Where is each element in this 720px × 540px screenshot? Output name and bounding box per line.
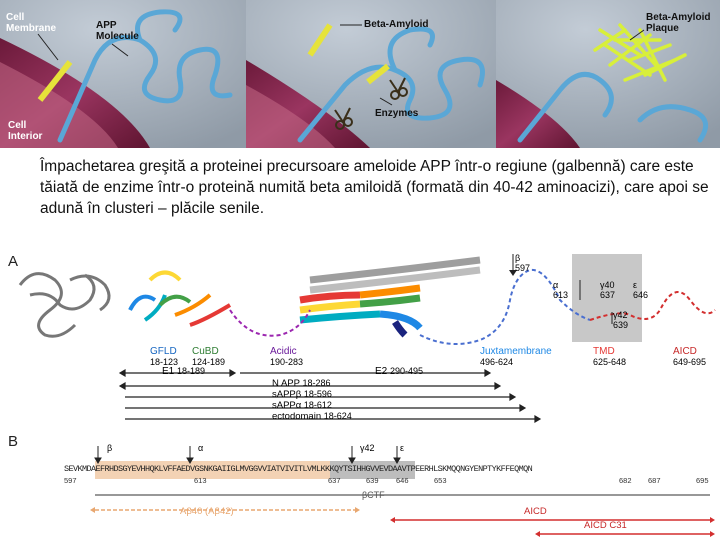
gfld-structure bbox=[18, 272, 111, 338]
bctf-label: βCTF bbox=[362, 490, 385, 500]
fragment-sappb: sAPPβ 18-596 bbox=[272, 389, 332, 400]
app-cleavage-illustration bbox=[0, 0, 720, 148]
juxtamembrane-linker bbox=[419, 268, 591, 345]
domain-aicd-name: AICD bbox=[673, 346, 697, 357]
pos-695: 695 bbox=[696, 476, 709, 485]
fragment-ectodomain-range: 18-624 bbox=[323, 411, 352, 421]
fragment-sappb-name: sAPPβ bbox=[272, 389, 302, 400]
domain-gfld-name: GFLD bbox=[150, 346, 177, 357]
pos-687: 687 bbox=[648, 476, 661, 485]
e2-range: 290-495 bbox=[390, 366, 424, 376]
fragment-napp-range: 18-286 bbox=[302, 378, 331, 388]
gamma40-label: γ40 bbox=[600, 280, 615, 290]
pos-639: 639 bbox=[366, 476, 379, 485]
abeta-label: Aβ40 (Aβ42) bbox=[180, 506, 234, 517]
beta-amyloid-plaque bbox=[593, 23, 687, 82]
gamma42-number: 639 bbox=[613, 320, 629, 330]
app-molecule-label: APP Molecule bbox=[96, 20, 139, 42]
pos-653: 653 bbox=[434, 476, 447, 485]
pos-597: 597 bbox=[64, 476, 77, 485]
gamma42-label: γ42 bbox=[613, 310, 628, 320]
domain-acidic-range: 190-283 bbox=[270, 357, 304, 367]
domain-tmd-name: TMD bbox=[593, 346, 615, 357]
domain-acidic-name: Acidic bbox=[270, 346, 297, 357]
e1-name: E1 bbox=[162, 366, 175, 377]
abeta-highlight bbox=[95, 461, 355, 479]
epsilon-label: ε bbox=[633, 280, 638, 290]
caption-text: Împachetarea greşită a proteinei precurs… bbox=[40, 158, 709, 217]
tmd-highlight bbox=[330, 461, 415, 479]
cell-membrane-label: Cell Membrane bbox=[6, 12, 57, 34]
fragment-arrows bbox=[118, 368, 542, 424]
sequence-positions: 597 613 637 639 646 653 682 687 695 bbox=[64, 476, 714, 488]
beta-amyloid-label: Beta-Amyloid bbox=[364, 19, 429, 30]
domain-cubd-name: CuBD bbox=[192, 346, 219, 357]
app-domain-structure bbox=[18, 254, 716, 424]
acidic-linker bbox=[229, 309, 311, 337]
domain-aicd-range: 649-695 bbox=[673, 357, 707, 367]
fragment-ectodomain: ectodomain 18-624 bbox=[272, 411, 352, 422]
domain-gfld-range: 18-123 bbox=[150, 357, 179, 367]
fragment-sappb-range: 18-596 bbox=[303, 389, 332, 399]
domain-cubd-range: 124-189 bbox=[192, 357, 226, 367]
beta-site-number: 597 bbox=[515, 263, 531, 273]
e1-range: 18-189 bbox=[177, 366, 206, 376]
domain-juxta-range: 496-624 bbox=[480, 357, 514, 367]
app-molecule-3 bbox=[517, 71, 709, 143]
app-sequence: SEVKMDAEFRHDSGYEVHHQKLVFFAEDVGSNKGAIIGLM… bbox=[64, 464, 533, 474]
plaque-label: Beta-Amyloid Plaque bbox=[646, 12, 711, 34]
panel-b-letter: B bbox=[8, 433, 19, 450]
cut-alpha-label: α bbox=[198, 443, 204, 453]
gamma40-number: 637 bbox=[600, 290, 616, 300]
panel-a-letter: A bbox=[8, 253, 19, 270]
domain-tmd-range: 625-648 bbox=[593, 357, 627, 367]
fragment-sappa-name: sAPPα bbox=[272, 400, 302, 411]
cut-gamma42-label: γ42 bbox=[360, 443, 375, 453]
e1-label: E1 18-189 bbox=[162, 366, 205, 377]
cubd-structure bbox=[128, 270, 232, 327]
app-yellow-region-1 bbox=[37, 60, 73, 102]
app-molecule-2 bbox=[297, 26, 485, 143]
fragment-sappa-range: 18-612 bbox=[303, 400, 332, 410]
aicd-linker bbox=[589, 291, 716, 321]
cell-interior-label: Cell Interior bbox=[8, 120, 43, 142]
pos-682: 682 bbox=[619, 476, 632, 485]
cut-site-arrows bbox=[94, 446, 401, 464]
cut-beta-label: β bbox=[107, 443, 113, 453]
fragment-ectodomain-name: ectodomain bbox=[272, 411, 322, 422]
enzymes-label: Enzymes bbox=[375, 108, 419, 119]
aicd-label: AICD bbox=[524, 506, 547, 517]
domain-juxta-name: Juxtamembrane bbox=[480, 346, 552, 357]
app-molecule-1 bbox=[57, 9, 233, 143]
e2-helix-structure bbox=[299, 256, 481, 338]
beta-amyloid-fragment bbox=[307, 23, 333, 57]
beta-site-label: β bbox=[515, 253, 521, 263]
enzyme-scissors-icon bbox=[334, 77, 408, 130]
pos-637: 637 bbox=[328, 476, 341, 485]
aicd31-label: AICD C31 bbox=[584, 520, 627, 531]
pos-613: 613 bbox=[194, 476, 207, 485]
fragment-napp: N APP 18-286 bbox=[272, 378, 331, 389]
fragment-napp-name: N APP bbox=[272, 378, 300, 389]
fragment-sappa: sAPPα 18-612 bbox=[272, 400, 332, 411]
epsilon-number: 646 bbox=[633, 290, 649, 300]
alpha-site-number: 613 bbox=[553, 290, 569, 300]
tmd-box bbox=[572, 254, 642, 342]
e2-name: E2 bbox=[375, 366, 388, 377]
pos-646: 646 bbox=[396, 476, 409, 485]
e2-label: E2 290-495 bbox=[375, 366, 423, 377]
cut-epsilon-label: ε bbox=[400, 443, 405, 453]
sequence-diagram bbox=[90, 446, 715, 537]
alpha-site-label: α bbox=[553, 280, 559, 290]
